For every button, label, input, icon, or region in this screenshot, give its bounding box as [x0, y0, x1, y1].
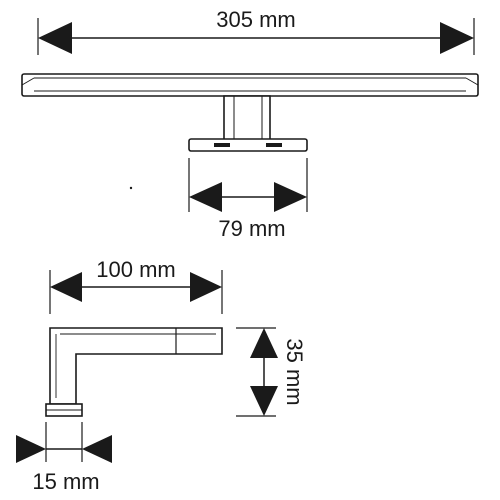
arm-length-arrow-right	[190, 272, 222, 302]
arm-side-view: 100 mm 35 mm 15 mm	[16, 257, 307, 494]
mount-width-arrow-right	[274, 182, 307, 212]
arm-height-arrow-top	[250, 328, 278, 358]
lamp-arm	[223, 95, 271, 141]
mount-width-label: 79 mm	[218, 216, 285, 241]
mount-plate	[188, 138, 308, 152]
overall-width-arrow-right	[440, 22, 474, 54]
arm-profile	[49, 327, 223, 405]
mount-width-arrow-left	[189, 182, 222, 212]
base-width-arrow-right	[82, 435, 112, 463]
lamp-bar-end-right	[465, 77, 479, 86]
base-width-arrow-left	[16, 435, 46, 463]
base-width-label: 15 mm	[32, 469, 99, 494]
mount-screw-slot-left	[214, 143, 230, 147]
lamp-bar	[21, 73, 479, 97]
lamp-front-view: 305 mm 79 mm	[21, 7, 479, 241]
arm-height-label: 35 mm	[282, 338, 307, 405]
overall-width-label: 305 mm	[216, 7, 295, 32]
stray-dot	[129, 186, 133, 190]
overall-width-arrow-left	[38, 22, 72, 54]
mount-screw-slot-right	[266, 143, 282, 147]
arm-height-arrow-bottom	[250, 386, 278, 416]
arm-length-label: 100 mm	[96, 257, 175, 282]
arm-length-arrow-left	[50, 272, 82, 302]
lamp-bar-end-left	[21, 77, 35, 86]
